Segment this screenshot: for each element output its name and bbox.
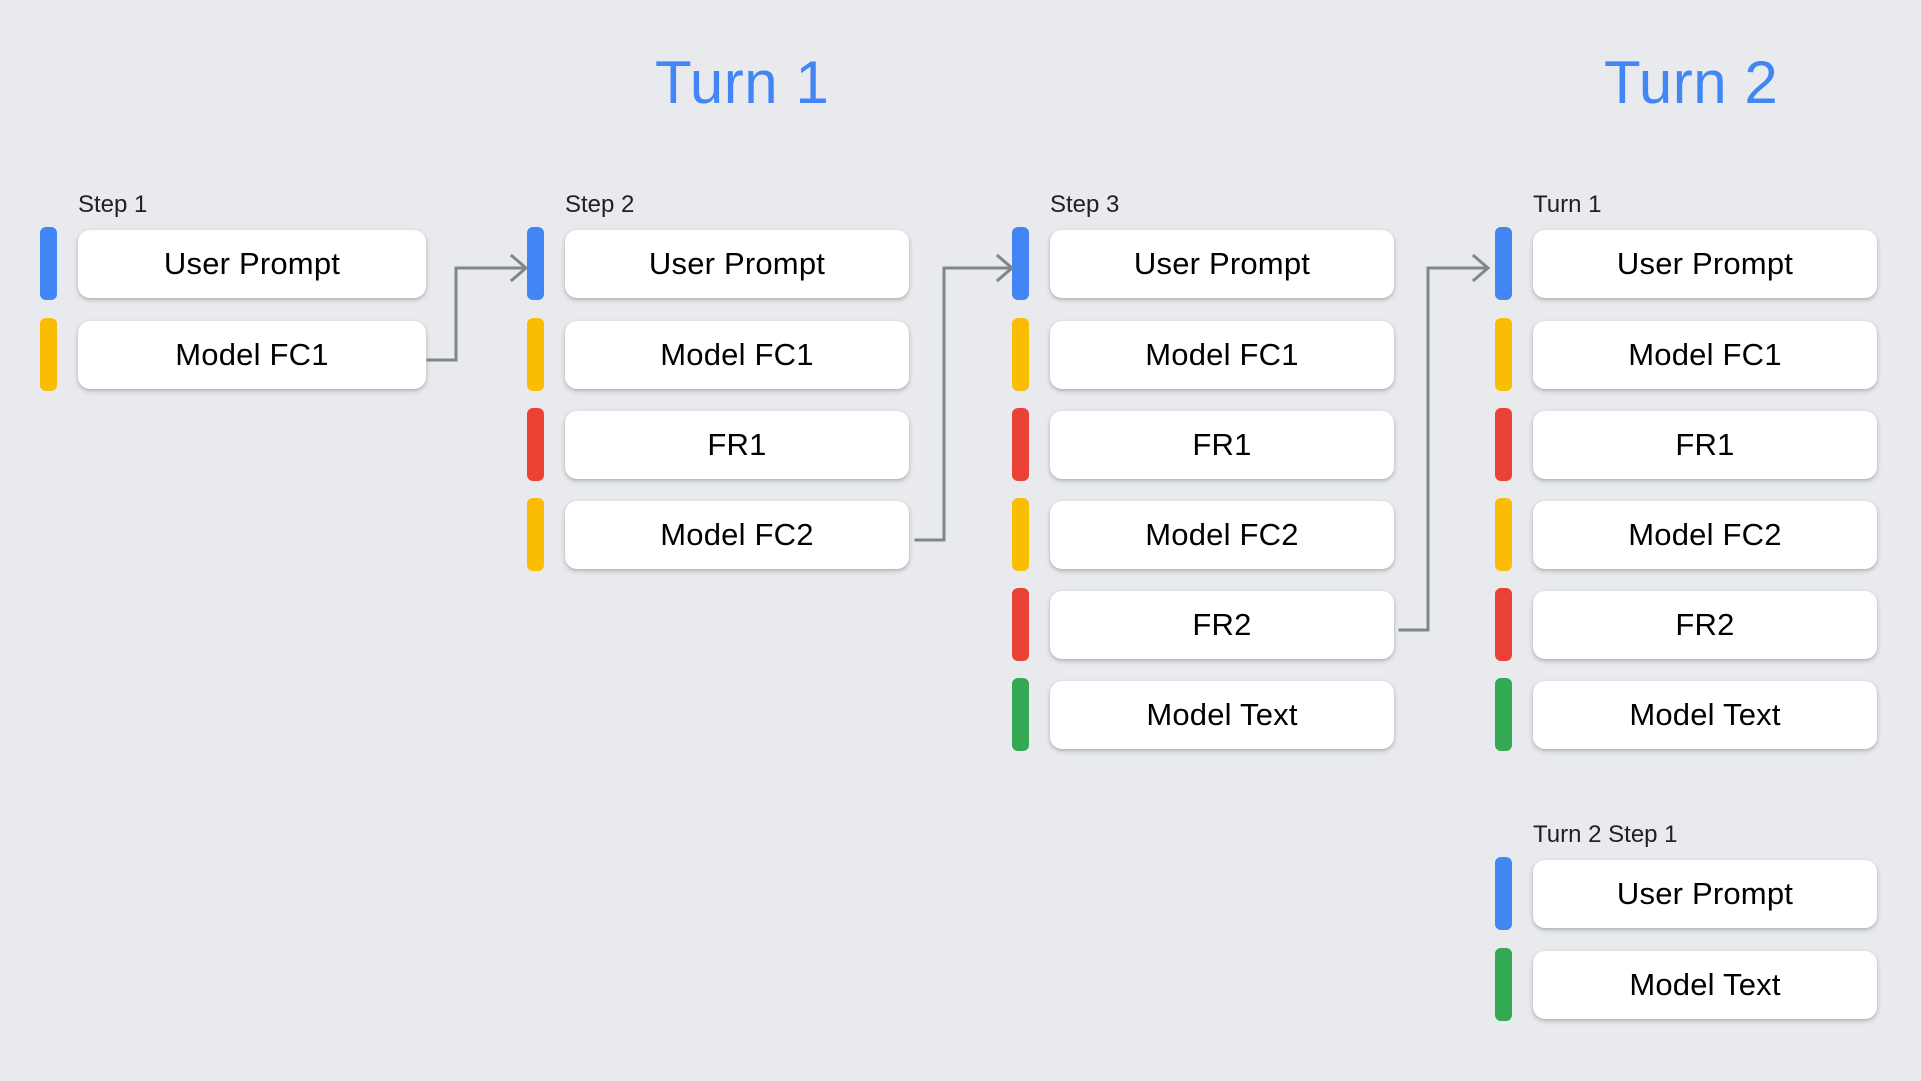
card-fr2[interactable]: FR2 — [1533, 590, 1877, 659]
card-label: User Prompt — [163, 245, 341, 281]
card-model-fc1[interactable]: Model FC1 — [1533, 320, 1877, 389]
row-model-fc2[interactable]: Model FC2 — [1012, 498, 1394, 571]
column-label-step-1: Step 1 — [78, 191, 148, 218]
card-label: Model Text — [1629, 966, 1781, 1002]
row-user-prompt[interactable]: User Prompt — [40, 227, 426, 300]
color-bar-red-icon — [527, 408, 544, 481]
row-model-fc2[interactable]: Model FC2 — [527, 498, 909, 571]
row-model-text[interactable]: Model Text — [1495, 948, 1877, 1021]
row-fr1[interactable]: FR1 — [1012, 408, 1394, 481]
card-label: Model FC1 — [660, 336, 814, 372]
color-bar-red-icon — [1495, 588, 1512, 661]
row-user-prompt[interactable]: User Prompt — [1495, 857, 1877, 930]
row-model-fc2[interactable]: Model FC2 — [1495, 498, 1877, 571]
card-label: Model FC2 — [1145, 516, 1299, 552]
color-bar-yellow-icon — [527, 498, 544, 571]
row-fr2[interactable]: FR2 — [1012, 588, 1394, 661]
card-model-fc1[interactable]: Model FC1 — [565, 320, 909, 389]
card-user-prompt[interactable]: User Prompt — [1050, 229, 1394, 298]
color-bar-yellow-icon — [527, 318, 544, 391]
card-model-fc2[interactable]: Model FC2 — [565, 500, 909, 569]
connector-step2-to-step3 — [914, 250, 1026, 542]
card-label: Model FC1 — [1145, 336, 1299, 372]
row-user-prompt[interactable]: User Prompt — [527, 227, 909, 300]
card-label: User Prompt — [1616, 245, 1794, 281]
card-label: FR1 — [1192, 426, 1252, 462]
card-model-fc2[interactable]: Model FC2 — [1533, 500, 1877, 569]
card-user-prompt[interactable]: User Prompt — [1533, 229, 1877, 298]
color-bar-red-icon — [1012, 588, 1029, 661]
color-bar-yellow-icon — [1012, 318, 1029, 391]
column-label-turn-1: Turn 1 — [1533, 191, 1602, 218]
row-user-prompt[interactable]: User Prompt — [1495, 227, 1877, 300]
card-label: FR1 — [1675, 426, 1735, 462]
color-bar-blue-icon — [40, 227, 57, 300]
card-model-text[interactable]: Model Text — [1050, 680, 1394, 749]
card-label: Model FC2 — [660, 516, 814, 552]
color-bar-green-icon — [1495, 678, 1512, 751]
card-label: Model FC1 — [1628, 336, 1782, 372]
row-model-fc1[interactable]: Model FC1 — [527, 318, 909, 391]
column-label-step-3: Step 3 — [1050, 191, 1120, 218]
card-label: FR2 — [1192, 606, 1252, 642]
card-fr1[interactable]: FR1 — [1533, 410, 1877, 479]
card-user-prompt[interactable]: User Prompt — [565, 229, 909, 298]
color-bar-green-icon — [1495, 948, 1512, 1021]
card-fr1[interactable]: FR1 — [1050, 410, 1394, 479]
row-fr2[interactable]: FR2 — [1495, 588, 1877, 661]
card-fr2[interactable]: FR2 — [1050, 590, 1394, 659]
row-model-text[interactable]: Model Text — [1495, 678, 1877, 751]
card-label: Model FC2 — [1628, 516, 1782, 552]
card-label: FR1 — [707, 426, 767, 462]
row-fr1[interactable]: FR1 — [527, 408, 909, 481]
color-bar-yellow-icon — [1495, 318, 1512, 391]
connector-step3-to-turn2 — [1398, 250, 1500, 632]
card-label: User Prompt — [1133, 245, 1311, 281]
row-user-prompt[interactable]: User Prompt — [1012, 227, 1394, 300]
color-bar-yellow-icon — [1495, 498, 1512, 571]
connector-step1-to-step2 — [426, 250, 538, 362]
card-fr1[interactable]: FR1 — [565, 410, 909, 479]
card-model-text[interactable]: Model Text — [1533, 680, 1877, 749]
column-label-turn-2-step-1: Turn 2 Step 1 — [1533, 821, 1678, 848]
color-bar-red-icon — [1495, 408, 1512, 481]
row-model-text[interactable]: Model Text — [1012, 678, 1394, 751]
row-model-fc1[interactable]: Model FC1 — [40, 318, 426, 391]
card-label: Model FC1 — [175, 336, 329, 372]
card-model-fc1[interactable]: Model FC1 — [78, 320, 426, 389]
card-label: FR2 — [1675, 606, 1735, 642]
color-bar-yellow-icon — [1012, 498, 1029, 571]
color-bar-blue-icon — [1012, 227, 1029, 300]
card-model-text[interactable]: Model Text — [1533, 950, 1877, 1019]
card-label: User Prompt — [1616, 875, 1794, 911]
color-bar-green-icon — [1012, 678, 1029, 751]
column-label-step-2: Step 2 — [565, 191, 635, 218]
card-label: Model Text — [1146, 696, 1298, 732]
heading-turn-1: Turn 1 — [655, 49, 830, 116]
color-bar-red-icon — [1012, 408, 1029, 481]
color-bar-blue-icon — [527, 227, 544, 300]
row-model-fc1[interactable]: Model FC1 — [1495, 318, 1877, 391]
card-model-fc2[interactable]: Model FC2 — [1050, 500, 1394, 569]
card-model-fc1[interactable]: Model FC1 — [1050, 320, 1394, 389]
color-bar-yellow-icon — [40, 318, 57, 391]
color-bar-blue-icon — [1495, 227, 1512, 300]
heading-turn-2: Turn 2 — [1604, 49, 1779, 116]
row-fr1[interactable]: FR1 — [1495, 408, 1877, 481]
row-model-fc1[interactable]: Model FC1 — [1012, 318, 1394, 391]
card-user-prompt[interactable]: User Prompt — [1533, 859, 1877, 928]
card-label: Model Text — [1629, 696, 1781, 732]
card-label: User Prompt — [648, 245, 826, 281]
card-user-prompt[interactable]: User Prompt — [78, 229, 426, 298]
color-bar-blue-icon — [1495, 857, 1512, 930]
